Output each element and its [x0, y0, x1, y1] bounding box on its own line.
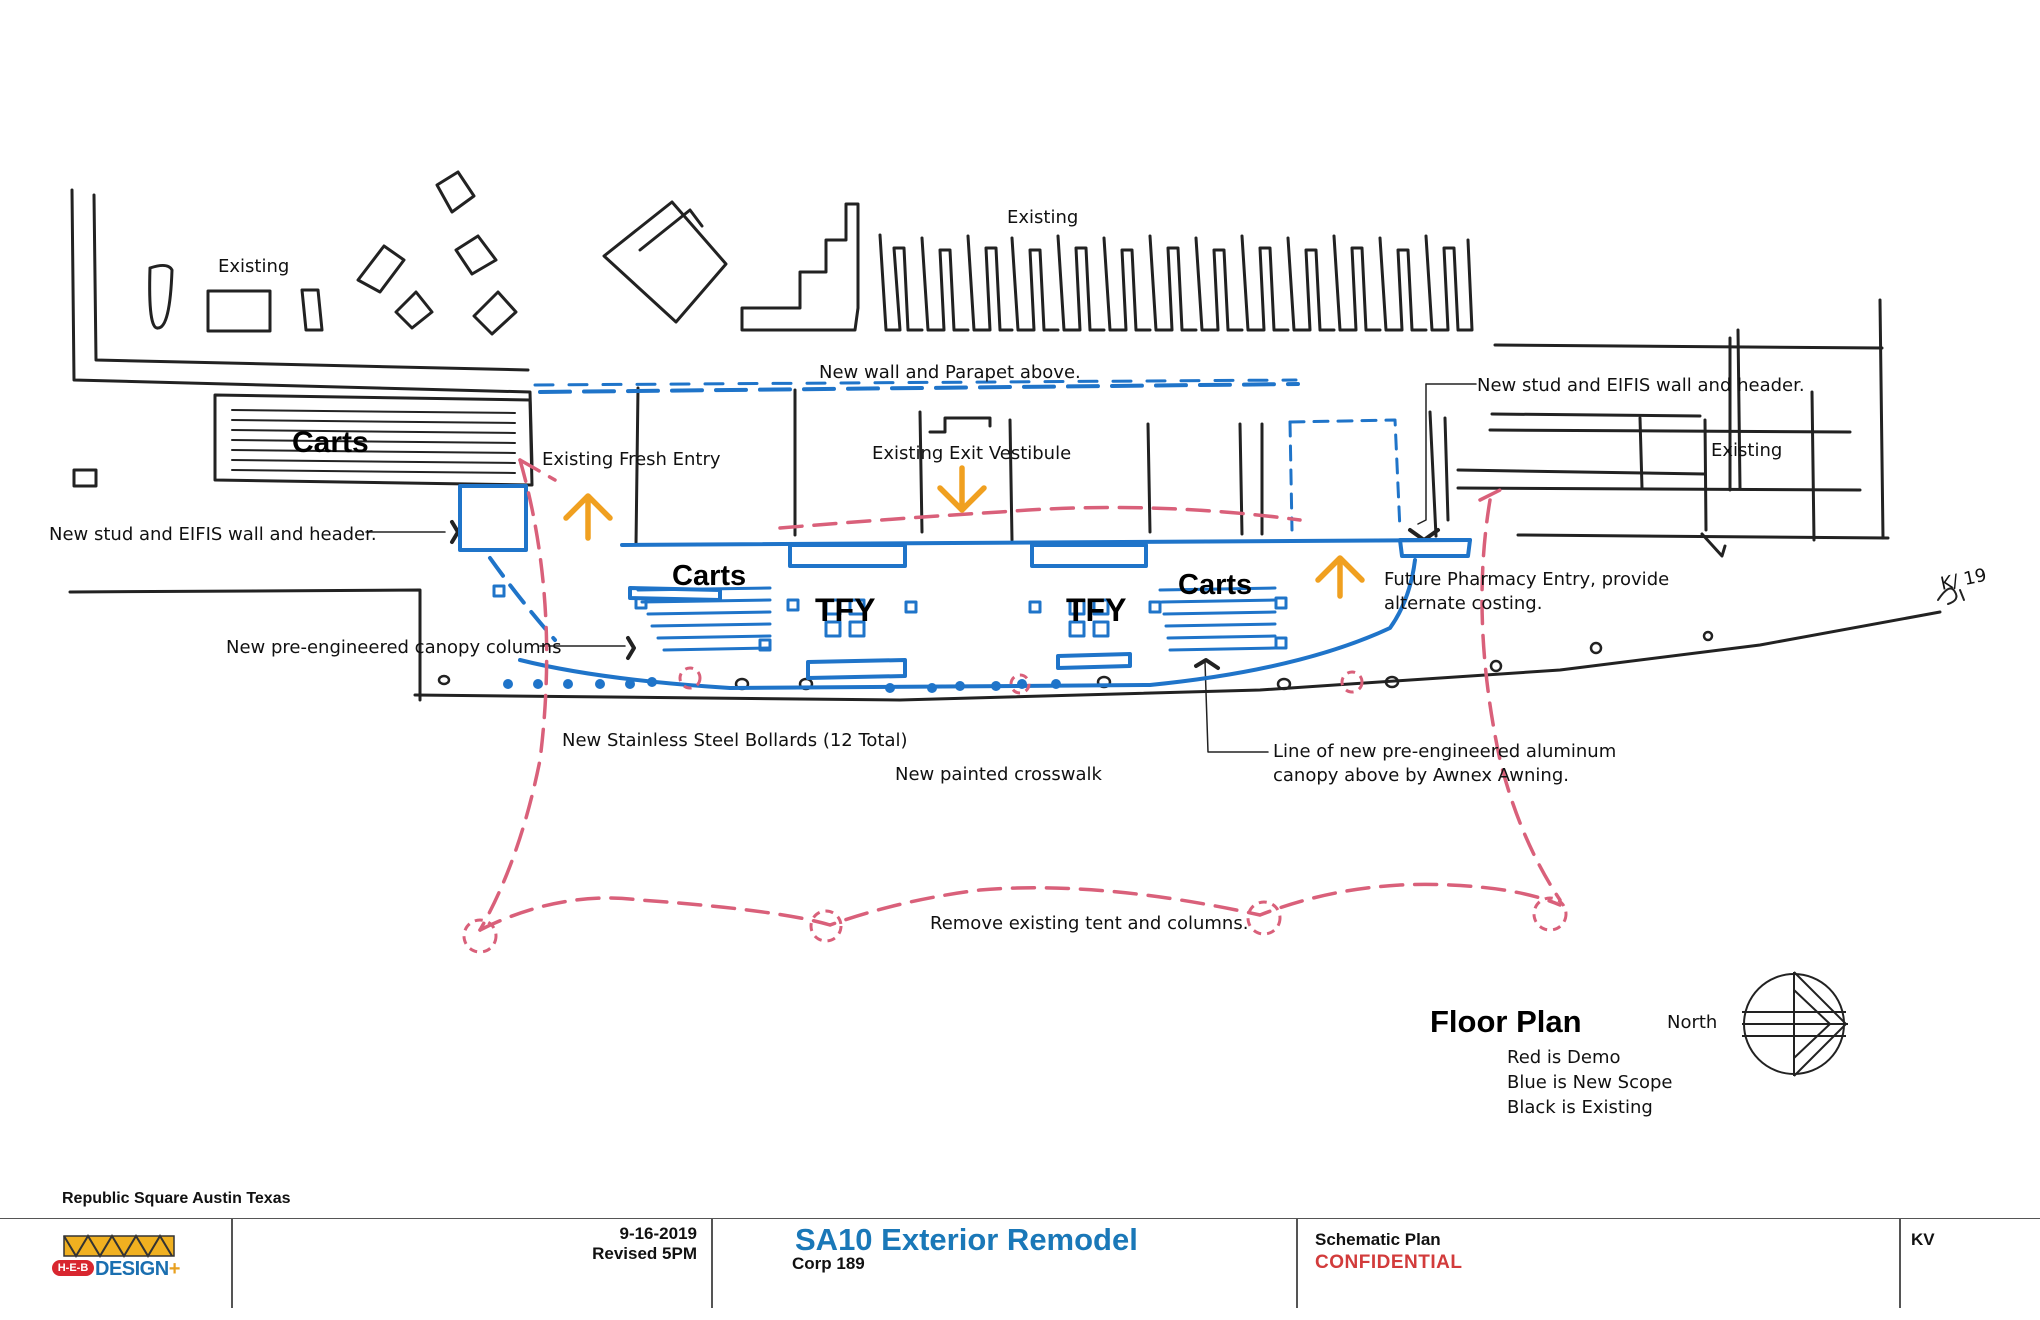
label-existing-fresh-entry: Existing Fresh Entry	[542, 449, 721, 470]
label-bollards: New Stainless Steel Bollards (12 Total)	[562, 730, 908, 751]
divider	[711, 1218, 713, 1308]
legend-black: Black is Existing	[1507, 1097, 1653, 1118]
new-scope-linework	[458, 378, 1472, 693]
north-label: North	[1667, 1012, 1718, 1033]
divider	[1296, 1218, 1298, 1308]
legend: Red is Demo Blue is New Scope Black is E…	[1507, 1045, 1672, 1120]
zone-carts-right: Carts	[1178, 569, 1252, 601]
truss-logo-icon	[63, 1234, 175, 1258]
arrow-down-icon	[937, 465, 987, 513]
arrow-up-icon	[563, 493, 613, 541]
label-existing-top: Existing	[1007, 207, 1078, 228]
label-existing-exit-vestibule: Existing Exit Vestibule	[872, 443, 1071, 464]
demo-columns	[462, 666, 1568, 954]
label-awning-2: canopy above by Awnex Awning.	[1273, 765, 1569, 786]
project-title: SA10 Exterior Remodel	[795, 1222, 1138, 1257]
label-new-wall-parapet: New wall and Parapet above.	[819, 362, 1081, 383]
legend-blue: Blue is New Scope	[1507, 1072, 1673, 1093]
divider	[1899, 1218, 1901, 1308]
label-new-stud-right: New stud and EIFIS wall and header.	[1477, 375, 1805, 396]
demo-tent-outline	[478, 458, 1562, 932]
signature: K/ 19	[1939, 565, 1989, 595]
label-awning-1: Line of new pre-engineered aluminum	[1273, 741, 1616, 762]
zone-tfy-right: TFY	[1066, 592, 1126, 628]
revised: Revised 5PM	[592, 1244, 697, 1263]
floor-plan-title: Floor Plan	[1430, 1004, 1582, 1039]
project-location: Republic Square Austin Texas	[62, 1190, 291, 1207]
title-block	[0, 1218, 2040, 1309]
heb-badge: H-E-B	[52, 1260, 94, 1276]
logo-text: DESIGN+	[95, 1258, 180, 1280]
date-block: 9-16-2019 Revised 5PM	[592, 1224, 697, 1264]
zone-carts-center: Carts	[672, 560, 746, 592]
label-remove-tent: Remove existing tent and columns.	[930, 913, 1248, 934]
arrow-up-icon	[1315, 555, 1365, 599]
date: 9-16-2019	[619, 1224, 697, 1243]
zone-tfy-left: TFY	[815, 592, 875, 628]
label-existing-right: Existing	[1711, 440, 1782, 461]
label-existing-left: Existing	[218, 256, 289, 277]
north-arrow-icon	[1742, 971, 1848, 1077]
existing-linework	[68, 170, 1965, 753]
new-bollards	[503, 677, 1061, 693]
initials: KV	[1911, 1230, 1935, 1249]
confidential-stamp: CONFIDENTIAL	[1315, 1252, 1463, 1273]
label-canopy-columns: New pre-engineered canopy columns	[226, 637, 561, 658]
sheet-name: Schematic Plan	[1315, 1230, 1441, 1249]
label-future-pharmacy-2: alternate costing.	[1384, 593, 1542, 614]
legend-red: Red is Demo	[1507, 1047, 1621, 1068]
label-new-stud-left: New stud and EIFIS wall and header.	[49, 524, 377, 545]
zone-carts-left: Carts	[292, 426, 369, 459]
divider	[231, 1218, 233, 1308]
label-crosswalk: New painted crosswalk	[895, 764, 1103, 785]
entry-arrows	[563, 465, 1365, 599]
corp-number: Corp 189	[792, 1254, 865, 1273]
label-future-pharmacy-1: Future Pharmacy Entry, provide	[1384, 569, 1669, 590]
parking-stalls	[878, 233, 1474, 332]
